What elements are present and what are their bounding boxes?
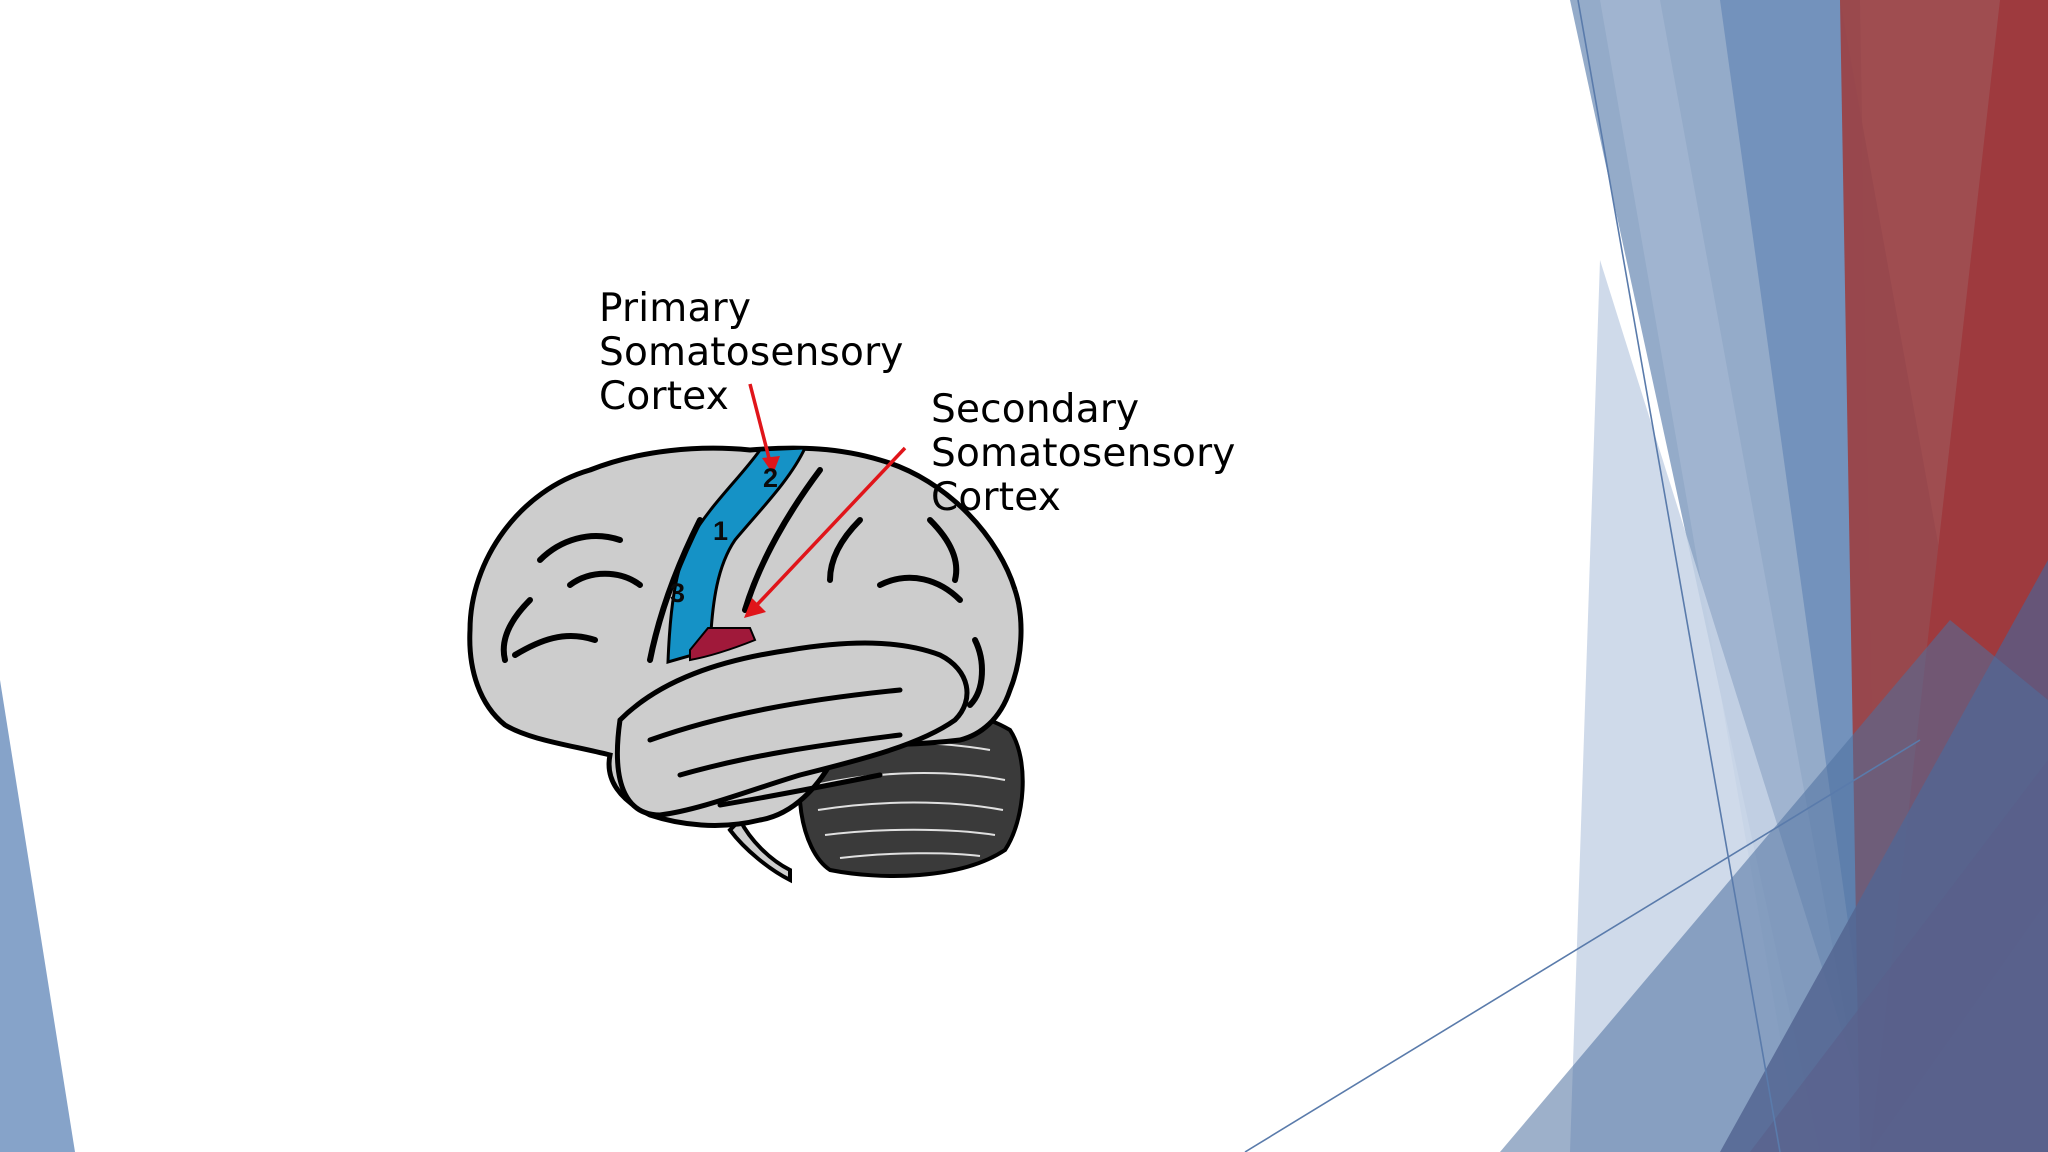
primary-label-line-2: Somatosensory [599, 330, 904, 375]
left-accent-shape [0, 680, 75, 1152]
right-decoration [1244, 0, 2048, 1152]
primary-label-line-3: Cortex [599, 374, 730, 419]
secondary-somatosensory-label: Secondary Somatosensory Cortex [931, 388, 1236, 520]
brain-stem [727, 816, 792, 884]
primary-somatosensory-label: Primary Somatosensory Cortex [599, 287, 904, 419]
temporal-lobe [614, 640, 970, 818]
secondary-label-line-3: Cortex [931, 475, 1062, 520]
primary-label-line-1: Primary [599, 286, 752, 331]
region-number-2: 2 [763, 463, 779, 493]
secondary-label-line-1: Secondary [931, 387, 1140, 432]
primary-arrow [748, 383, 780, 474]
secondary-somatosensory-region [689, 627, 757, 662]
region-number-3: 3 [670, 578, 686, 608]
secondary-label-line-2: Somatosensory [931, 431, 1236, 476]
brain-diagram [467, 383, 1025, 884]
region-number-1: 1 [713, 516, 729, 546]
secondary-arrow [744, 446, 907, 618]
